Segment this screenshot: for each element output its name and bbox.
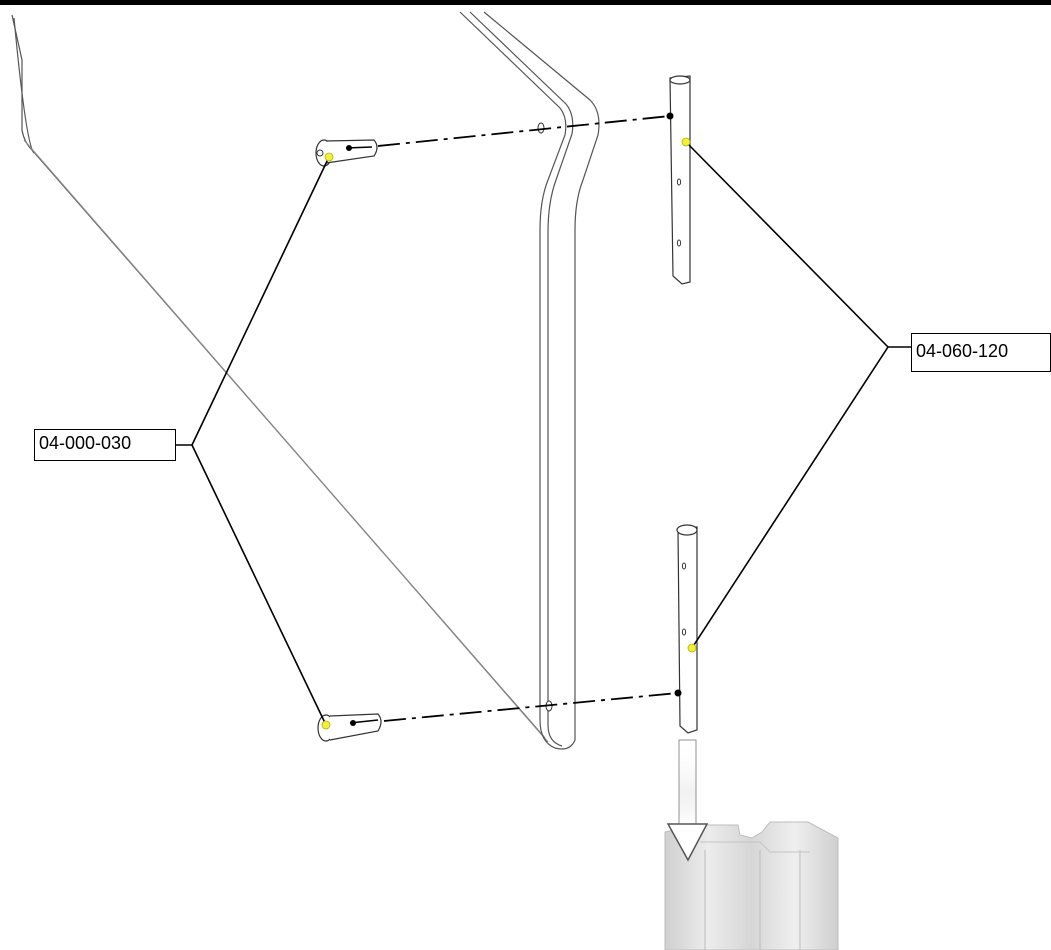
highlight-dot-tube-bottom bbox=[687, 643, 697, 653]
highlight-dot-pin-bottom bbox=[321, 720, 331, 730]
upper-pin bbox=[315, 139, 378, 167]
top-border-rule bbox=[0, 0, 1051, 5]
extrusion-post bbox=[664, 821, 839, 950]
side-panel bbox=[11, 11, 600, 750]
tube-hole-dot-top bbox=[666, 112, 674, 120]
highlight-dot-pin-top bbox=[324, 152, 334, 162]
upper-tube bbox=[669, 75, 691, 285]
leader-lines bbox=[169, 141, 911, 726]
highlight-dot-tube-top bbox=[681, 137, 691, 147]
pin-part-number-callout: 04-000-030 bbox=[34, 429, 176, 461]
tube-part-number-callout: 04-060-120 bbox=[911, 333, 1051, 372]
insertion-arrow bbox=[666, 739, 709, 862]
panel-hole-top bbox=[537, 122, 545, 134]
alignment-centerlines bbox=[377, 115, 679, 722]
lower-tube bbox=[676, 524, 698, 734]
tube-hole-dot-bottom bbox=[674, 689, 682, 697]
